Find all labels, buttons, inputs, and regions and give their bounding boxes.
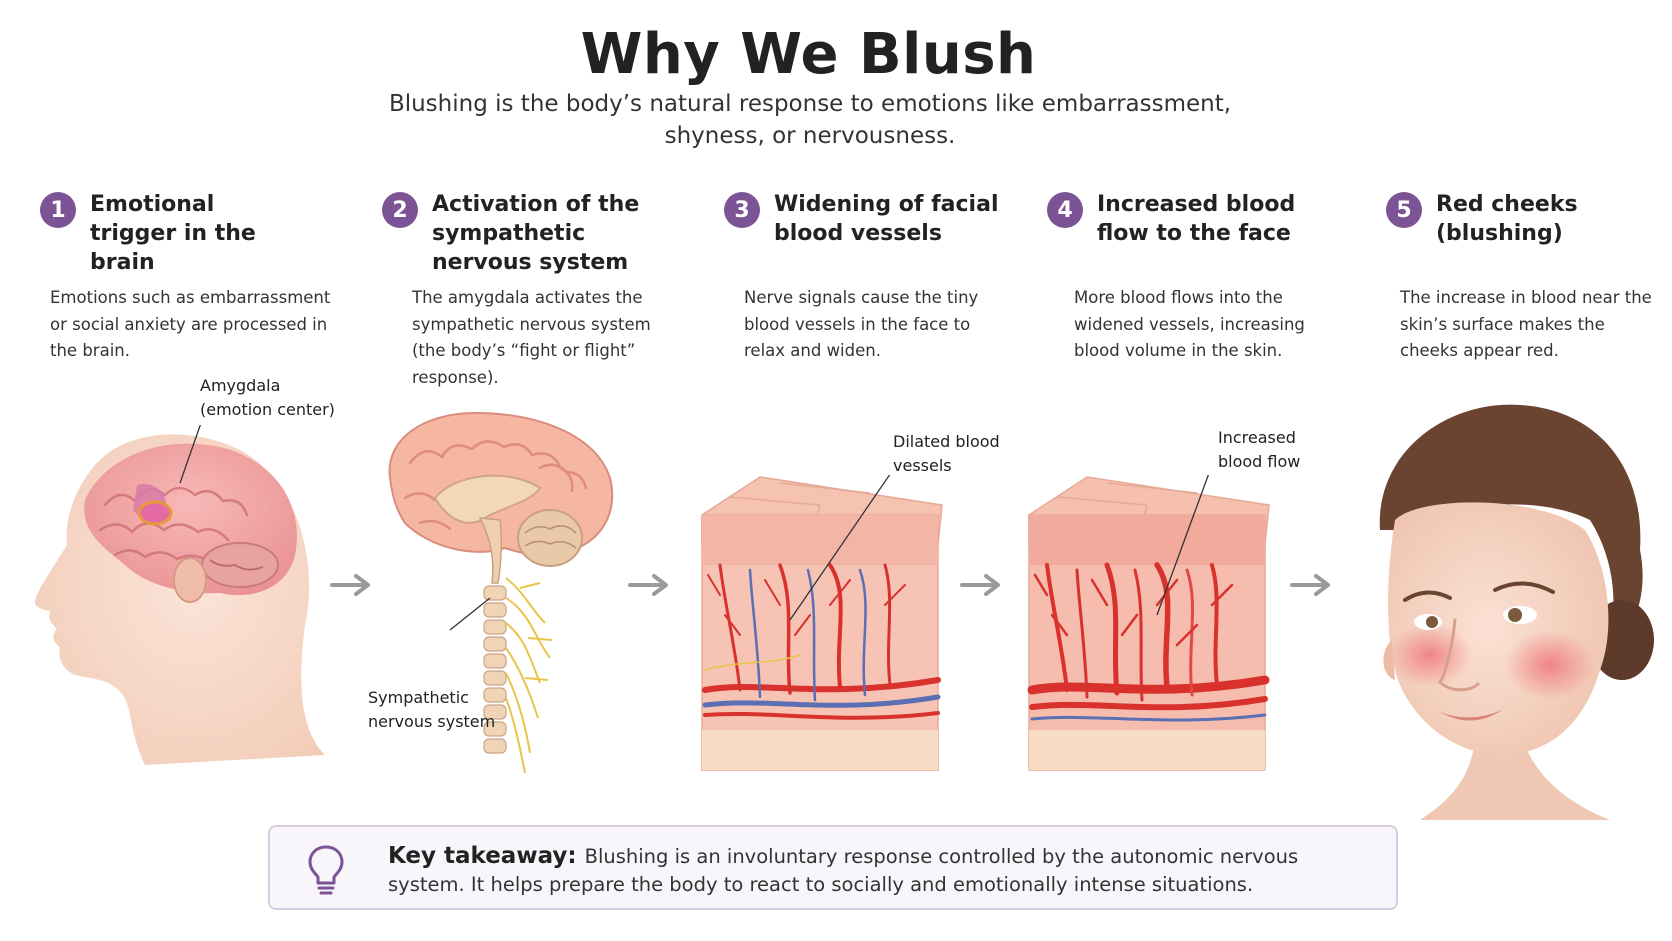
step-4-description: More blood flows into the widened vessel… — [1074, 288, 1305, 360]
step-1-title: Emotional trigger in the brain — [90, 192, 256, 275]
key-takeaway-heading: Key takeaway: — [388, 843, 577, 869]
step-5-description: The increase in blood near the skin’s su… — [1400, 288, 1652, 360]
step-4-heading: 4 Increased blood flow to the face — [1047, 190, 1347, 248]
key-takeaway-box: Key takeaway:Blushing is an involuntary … — [268, 825, 1398, 910]
skin-dilated-vessels-illustration — [701, 475, 943, 771]
step-3-description: Nerve signals cause the tiny blood vesse… — [744, 288, 979, 360]
blushing-face-illustration — [1379, 404, 1654, 820]
arrow-right-icon — [960, 574, 1000, 596]
page-title: Why We Blush — [580, 22, 1037, 87]
step-3-title: Widening of facial blood vessels — [774, 192, 999, 246]
step-1-description: Emotions such as embarrassment or social… — [50, 288, 331, 360]
arrow-right-icon — [330, 574, 370, 596]
step-2-badge: 2 — [382, 192, 418, 228]
increased-flow-label: Increased blood flow — [1218, 428, 1301, 471]
step-4-badge: 4 — [1047, 192, 1083, 228]
brain-spinal-cord-illustration — [388, 411, 614, 774]
step-4-title: Increased blood flow to the face — [1097, 192, 1296, 246]
arrow-right-icon — [628, 574, 668, 596]
step-5-title: Red cheeks (blushing) — [1436, 192, 1578, 246]
step-2-description: The amygdala activates the sympathetic n… — [412, 288, 651, 387]
step-5-badge: 5 — [1386, 192, 1422, 228]
step-1-heading: 1 Emotional trigger in the brain — [40, 190, 330, 277]
lightbulb-icon — [308, 845, 344, 895]
key-takeaway-body: Blushing is an involuntary response cont… — [388, 845, 1299, 896]
arrow-right-icon — [1290, 574, 1330, 596]
step-1-badge: 1 — [40, 192, 76, 228]
page-subtitle: Blushing is the body’s natural response … — [388, 91, 1232, 149]
amygdala-label: Amygdala (emotion center) — [200, 376, 335, 419]
head-brain-illustration — [34, 425, 325, 765]
step-3-badge: 3 — [724, 192, 760, 228]
step-2-title: Activation of the sympathetic nervous sy… — [432, 192, 640, 275]
step-5-heading: 5 Red cheeks (blushing) — [1386, 190, 1646, 248]
key-takeaway-text: Key takeaway:Blushing is an involuntary … — [388, 842, 1378, 899]
sympathetic-label: Sympathetic nervous system — [368, 688, 496, 731]
step-3-heading: 3 Widening of facial blood vessels — [724, 190, 1024, 248]
dilated-vessels-label: Dilated blood vessels — [893, 432, 1000, 475]
step-2-heading: 2 Activation of the sympathetic nervous … — [382, 190, 682, 277]
skin-increased-flow-illustration — [1027, 475, 1270, 771]
